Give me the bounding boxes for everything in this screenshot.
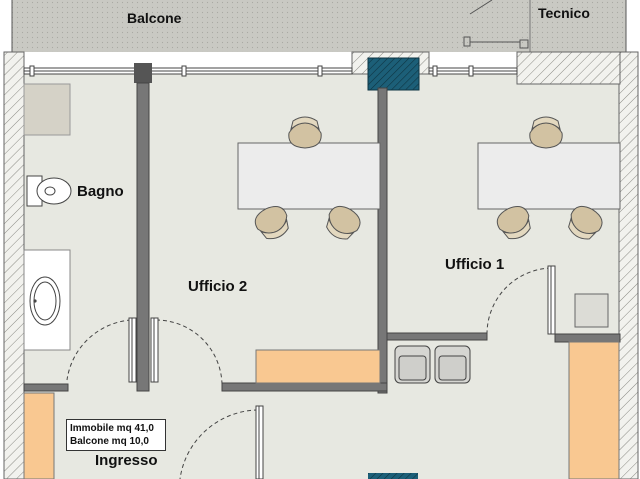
ufficio1-door xyxy=(486,265,556,335)
desk-ufficio-1 xyxy=(477,142,621,210)
chair-ufficio2-top xyxy=(288,116,322,149)
wall-top-right xyxy=(516,51,621,85)
appliance xyxy=(574,293,609,328)
area-immobile: Immobile mq 41,0 xyxy=(70,423,154,434)
floor xyxy=(22,73,620,479)
window-bottom xyxy=(368,473,418,479)
desk-ufficio-2 xyxy=(237,142,381,210)
window-rail-right xyxy=(428,65,518,77)
shower-tray xyxy=(23,83,71,136)
wall-right xyxy=(618,51,639,479)
label-ufficio-1: Ufficio 1 xyxy=(445,256,504,273)
bathroom-door xyxy=(66,317,137,383)
area-summary-box: Immobile mq 41,0 Balcone mq 10,0 xyxy=(66,419,166,451)
label-balcone: Balcone xyxy=(127,10,182,26)
label-tecnico: Tecnico xyxy=(538,5,590,21)
window-rail-left xyxy=(23,65,353,77)
armchair-right xyxy=(434,345,471,384)
armchair-left xyxy=(394,345,431,384)
toilet-icon xyxy=(26,175,72,207)
chair-ufficio1-top xyxy=(529,116,563,149)
cabinets xyxy=(23,341,620,479)
wall-left xyxy=(3,51,25,479)
window-top xyxy=(367,57,420,91)
area-balcone: Balcone mq 10,0 xyxy=(70,436,149,447)
tecnico-fixture xyxy=(463,36,529,49)
label-ingresso: Ingresso xyxy=(95,452,158,469)
label-bagno: Bagno xyxy=(77,183,124,200)
sink-icon xyxy=(23,249,71,351)
label-ufficio-2: Ufficio 2 xyxy=(188,278,247,295)
ufficio2-door xyxy=(150,317,223,385)
entrance-door xyxy=(179,405,264,479)
interior-walls xyxy=(23,82,621,394)
balcony-floor xyxy=(12,0,626,52)
structural-column xyxy=(134,63,152,83)
